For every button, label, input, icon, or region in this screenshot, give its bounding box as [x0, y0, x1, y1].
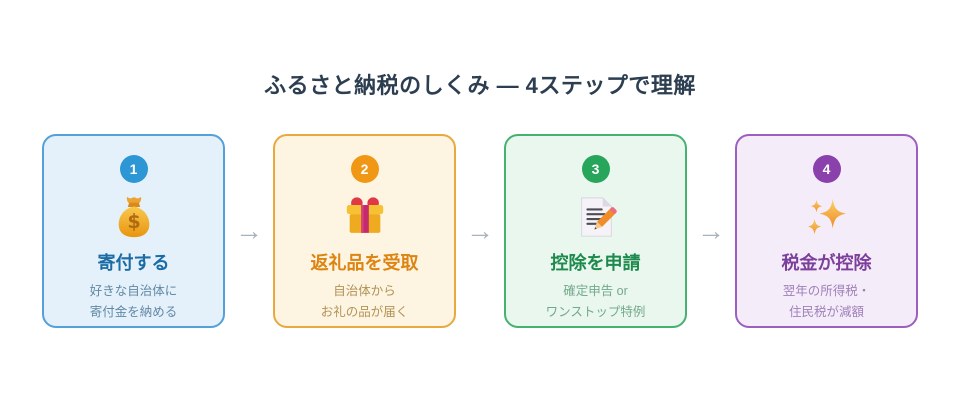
step-card-tax-deducted: 4 税金が控除 翌年: [735, 134, 918, 328]
step-title: 控除を申請: [550, 253, 641, 273]
step-subtitle-line: 翌年の所得税・: [782, 283, 871, 298]
step-subtitle: 自治体から お礼の品が届く: [321, 281, 409, 323]
step-subtitle: 好きな自治体に 寄付金を納める: [90, 281, 178, 323]
page-title: ふるさと納税のしくみ — 4ステップで理解: [264, 73, 696, 98]
step-subtitle-line: 自治体から: [333, 283, 396, 298]
step-arrow: →: [466, 215, 494, 246]
step-card-donate: 1 $ 寄付する 好きな自治体に 寄付金を納める: [42, 134, 225, 328]
memo-pencil-icon: [573, 194, 619, 240]
step-number-badge: 1: [119, 155, 148, 183]
step-number-badge: 3: [581, 155, 610, 183]
step-subtitle-line: 確定申告 or: [563, 283, 628, 298]
step-subtitle-line: 寄付金を納める: [89, 304, 178, 319]
step-subtitle: 翌年の所得税・ 住民税が減額: [783, 281, 871, 323]
step-title: 寄付する: [97, 253, 170, 273]
step-card-apply-deduction: 3 控除を申請: [504, 134, 687, 328]
step-subtitle-line: ワンストップ特例: [545, 304, 646, 319]
gift-icon: [342, 194, 388, 240]
sparkles-icon: [804, 194, 850, 240]
step-subtitle-line: 好きな自治体に: [89, 283, 178, 298]
steps-row: 1 $ 寄付する 好きな自治体に 寄付金を納める: [0, 134, 960, 328]
step-title: 税金が控除: [781, 253, 872, 273]
step-card-receive-gift: 2 返礼品を受取 自治体から お礼の品が届く: [273, 134, 456, 328]
step-number-badge: 2: [350, 155, 379, 183]
svg-text:$: $: [127, 210, 140, 233]
money-bag-icon: $: [111, 194, 157, 240]
step-number-badge: 4: [812, 155, 841, 183]
step-subtitle: 確定申告 or ワンストップ特例: [546, 281, 646, 323]
step-subtitle-line: お礼の品が届く: [320, 304, 409, 319]
step-subtitle-line: 住民税が減額: [788, 304, 864, 319]
step-title: 返礼品を受取: [310, 253, 419, 273]
step-arrow: →: [235, 215, 263, 246]
step-arrow: →: [697, 215, 725, 246]
